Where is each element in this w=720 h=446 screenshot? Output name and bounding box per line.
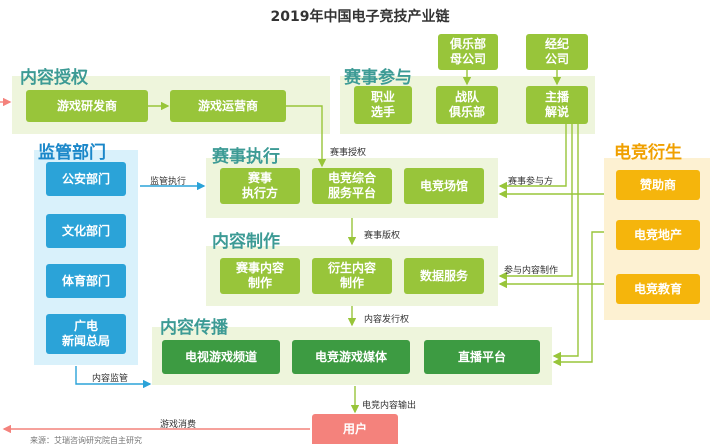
source-note: 来源：艾瑞咨询研究院自主研究 (30, 436, 142, 445)
panel-title-content-license: 内容授权 (20, 68, 88, 88)
box-agency: 经纪 公司 (526, 34, 588, 70)
label-join-production: 参与内容制作 (504, 266, 559, 276)
panel-title-derivatives: 电竞衍生 (614, 143, 682, 163)
label-content-output: 电竞内容输出 (362, 401, 417, 411)
label-event-party: 赛事参与方 (508, 177, 554, 187)
box-service-platform: 电竞综合 服务平台 (312, 168, 392, 204)
arrow-participation-to-production (498, 124, 573, 281)
box-host-commentator: 主播 解说 (526, 86, 588, 124)
box-event-content: 赛事内容 制作 (220, 258, 300, 294)
box-game-operator: 游戏运营商 (170, 90, 286, 122)
box-sports-dept: 体育部门 (46, 264, 126, 298)
panel-title-event-execution: 赛事执行 (212, 147, 280, 167)
box-event-organizer: 赛事 执行方 (220, 168, 300, 204)
box-data-service: 数据服务 (404, 258, 484, 294)
box-pro-player: 职业 选手 (354, 86, 412, 124)
box-public-security: 公安部门 (46, 162, 126, 196)
arrow-participation-to-distribution (552, 124, 579, 361)
panel-title-content-distribution: 内容传播 (160, 318, 228, 338)
label-distribution-right: 内容发行权 (364, 315, 410, 325)
box-club-parent: 俱乐部 母公司 (438, 34, 498, 70)
box-game-developer: 游戏研发商 (26, 90, 148, 122)
panel-title-regulation: 监管部门 (38, 143, 106, 163)
label-copyright: 赛事版权 (364, 231, 401, 241)
label-event-license: 赛事授权 (330, 148, 367, 158)
box-sponsor: 赞助商 (616, 170, 700, 200)
box-culture-dept: 文化部门 (46, 214, 126, 248)
box-real-estate: 电竞地产 (616, 220, 700, 250)
box-education: 电竞教育 (616, 274, 700, 304)
panel-title-event-participation: 赛事参与 (344, 68, 412, 88)
box-sarft: 广电 新闻总局 (46, 314, 126, 354)
arrow-operator-to-platform (286, 105, 327, 168)
box-game-media: 电竞游戏媒体 (292, 340, 410, 374)
arrow-regulation-to-distribution (75, 366, 152, 389)
diagram-title: 2019年中国电子竞技产业链 (270, 9, 450, 25)
panel-title-content-production: 内容制作 (212, 232, 280, 252)
label-content-supervision: 内容监管 (92, 374, 129, 384)
label-supervise-execution: 监管执行 (150, 177, 187, 187)
box-users: 用户 (312, 414, 398, 444)
box-derivative-content: 衍生内容 制作 (312, 258, 392, 294)
arrow-derivatives-to-distribution (552, 231, 604, 367)
box-tv-channel: 电视游戏频道 (162, 340, 280, 374)
box-live-platform: 直播平台 (424, 340, 540, 374)
box-team-club: 战队 俱乐部 (436, 86, 498, 124)
box-venue: 电竞场馆 (404, 168, 484, 204)
arrow-participation-to-execution (498, 124, 567, 191)
label-game-consumption: 游戏消费 (160, 420, 197, 430)
